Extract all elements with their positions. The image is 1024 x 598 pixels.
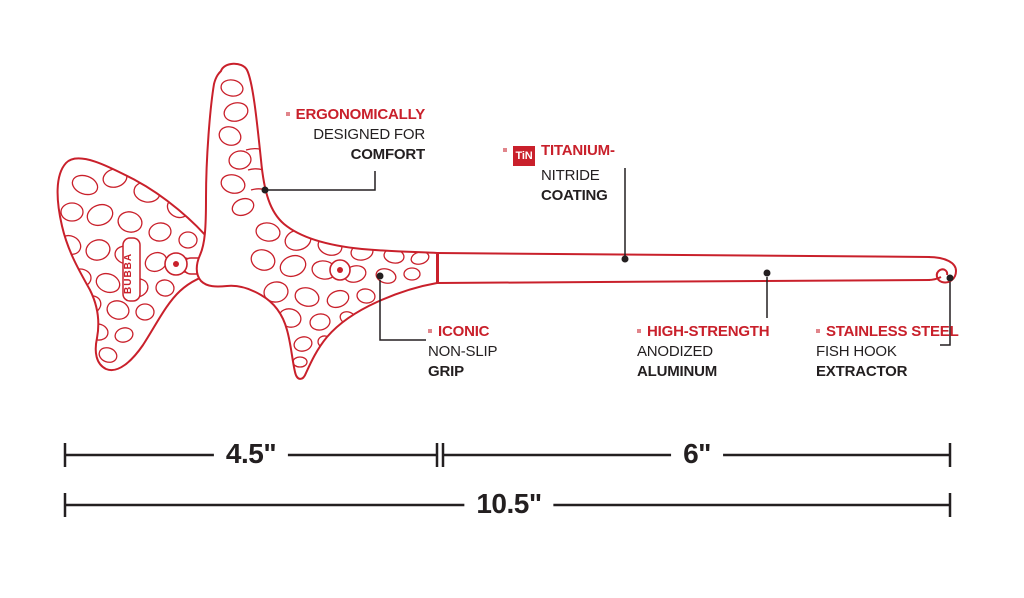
bullet-icon [637, 328, 641, 333]
brand-logo-text: BUBBA [123, 253, 134, 294]
callout-grip-line2: NON-SLIP [428, 343, 498, 360]
dimension-handle-length: 4.5" [213, 438, 289, 470]
dimension-total-length: 10.5" [464, 488, 554, 520]
callout-coating-line3: COATING [541, 187, 608, 204]
leader-lines [261, 168, 954, 346]
callout-shaft-line2: ANODIZED [637, 343, 713, 360]
callout-grip-line1: ICONIC [438, 323, 490, 340]
bullet-icon [503, 147, 507, 152]
callout-ergonomic-line2: DESIGNED FOR [313, 126, 425, 143]
bullet-icon [285, 111, 290, 116]
brand-plate: BUBBA [122, 237, 141, 302]
callout-ergonomic-line1: ERGONOMICALLY [295, 106, 426, 123]
bullet-icon [428, 328, 432, 333]
callout-hook-line3: EXTRACTOR [816, 363, 908, 380]
rivet-icons [164, 252, 351, 281]
callout-grip: ICONIC NON-SLIP GRIP [428, 322, 497, 382]
dimension-shaft-length: 6" [671, 438, 723, 470]
callout-coating: TiN TITANIUM- NITRIDE COATING [503, 141, 615, 206]
bullet-icon [816, 328, 820, 333]
callout-ergonomic: ERGONOMICALLY DESIGNED FOR COMFORT [285, 105, 426, 165]
callout-hook-line1: STAINLESS STEEL [826, 323, 959, 340]
callout-ergonomic-line3: COMFORT [350, 146, 426, 163]
callout-hook-line2: FISH HOOK [816, 343, 897, 360]
callout-grip-line3: GRIP [428, 363, 464, 380]
shaft [436, 252, 958, 284]
callout-shaft-line3: ALUMINUM [637, 363, 718, 380]
callout-shaft: HIGH-STRENGTH ANODIZED ALUMINUM [637, 322, 770, 382]
callout-coating-line1: TITANIUM- [541, 142, 615, 159]
callout-shaft-line1: HIGH-STRENGTH [647, 323, 770, 340]
tin-badge: TiN [513, 146, 535, 166]
callout-hook: STAINLESS STEEL FISH HOOK EXTRACTOR [816, 322, 959, 382]
callout-coating-line2: NITRIDE [541, 167, 600, 184]
hook-tip [927, 256, 958, 284]
